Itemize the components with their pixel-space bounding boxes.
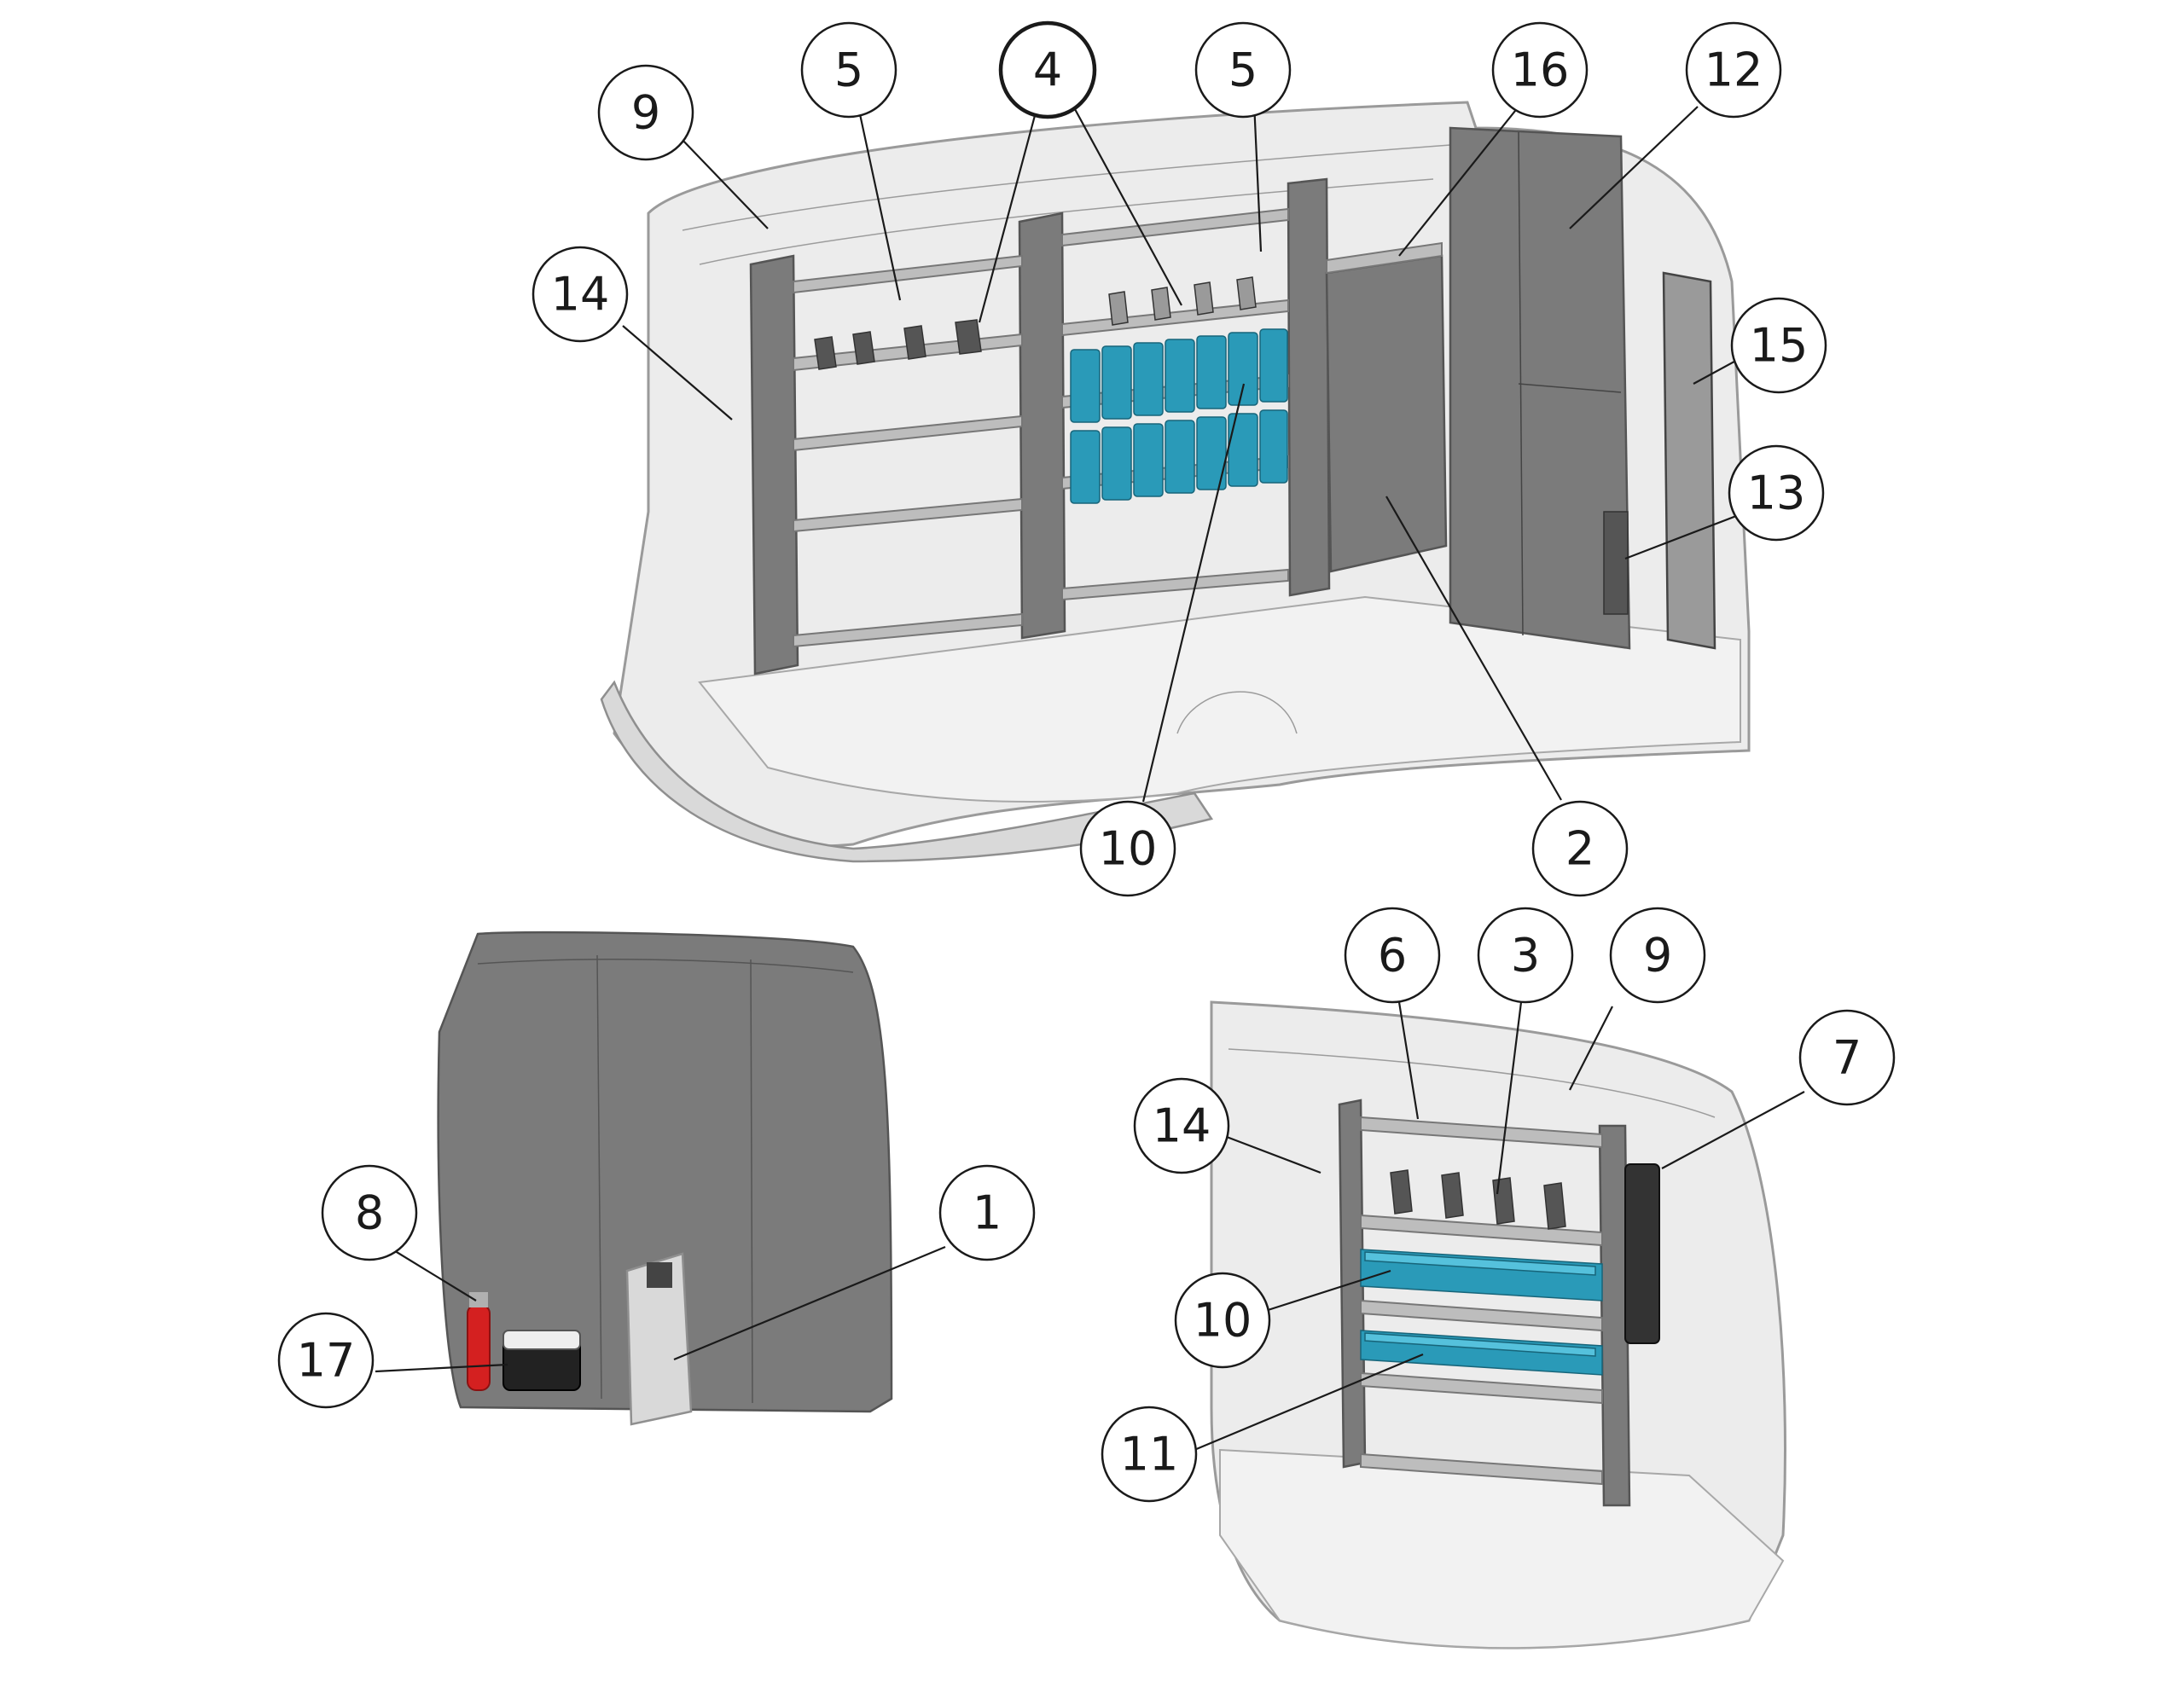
callout-14-bottom: 14 <box>1133 1077 1230 1174</box>
callout-label: 16 <box>1511 43 1570 97</box>
top-van-floor <box>698 595 1741 803</box>
fire-extinguisher <box>467 1304 491 1391</box>
callout-13: 13 <box>1728 444 1825 542</box>
partition-view <box>437 930 893 1426</box>
callout-label: 10 <box>1194 1294 1252 1348</box>
callout-17: 17 <box>277 1312 375 1409</box>
callout-label: 8 <box>355 1186 384 1240</box>
callout-label: 5 <box>834 43 863 97</box>
callout-3: 3 <box>1477 907 1574 1004</box>
leader-lines <box>375 101 1805 1452</box>
callout-label: 15 <box>1750 319 1809 373</box>
top-divider <box>852 331 875 365</box>
callout-label: 4 <box>1033 43 1062 97</box>
callout-4: 4 <box>998 20 1097 119</box>
callout-7: 7 <box>1798 1009 1896 1106</box>
top-bins-row-1 <box>1070 328 1288 423</box>
callout-label: 5 <box>1228 43 1258 97</box>
callout-11: 11 <box>1101 1406 1198 1503</box>
rear-bins-row-2 <box>1360 1330 1603 1376</box>
top-left-shelves <box>793 254 1023 648</box>
callout-label: 11 <box>1120 1428 1179 1481</box>
top-cabinet <box>1325 254 1448 573</box>
callout-label: 14 <box>1153 1099 1211 1153</box>
callout-1: 1 <box>938 1164 1036 1261</box>
top-mid-upright <box>1018 212 1066 640</box>
inverter-display <box>647 1262 672 1288</box>
rear-bins-row-1 <box>1360 1249 1603 1301</box>
callout-5-left: 5 <box>800 21 897 119</box>
top-right-upright <box>1287 177 1331 597</box>
callout-9-top: 9 <box>597 64 694 161</box>
top-cabinet-top <box>1326 241 1443 275</box>
top-van-interior <box>600 101 1751 863</box>
callout-label: 1 <box>973 1186 1002 1240</box>
ladder-hook <box>1624 1163 1660 1344</box>
top-left-end-panel <box>749 254 799 675</box>
callout-2: 2 <box>1531 800 1629 897</box>
callout-label: 9 <box>1643 929 1672 983</box>
top-wheel-arch <box>1176 691 1298 734</box>
callout-5-right: 5 <box>1194 21 1292 119</box>
callout-label: 14 <box>551 268 610 322</box>
top-partition <box>1449 126 1631 650</box>
callouts: 9 5 4 5 16 12 14 15 <box>277 20 1896 1503</box>
callout-15: 15 <box>1730 297 1827 394</box>
rear-van-floor <box>1219 1448 1785 1649</box>
callout-label: 12 <box>1705 43 1763 97</box>
power-inverter-box <box>625 1252 693 1426</box>
callout-label: 13 <box>1747 467 1806 520</box>
top-partition-mount <box>1603 511 1629 615</box>
callout-label: 6 <box>1378 929 1407 983</box>
callout-10-top: 10 <box>1079 800 1176 897</box>
callout-12: 12 <box>1685 21 1782 119</box>
top-bins-row-2 <box>1070 409 1288 504</box>
rear-right-upright <box>1598 1124 1631 1507</box>
top-divider <box>955 319 982 355</box>
callout-6: 6 <box>1344 907 1441 1004</box>
callout-label: 7 <box>1833 1031 1862 1085</box>
bulkhead-panel <box>437 930 893 1413</box>
callout-label: 17 <box>297 1334 356 1388</box>
callout-14-top: 14 <box>531 246 629 343</box>
top-divider <box>903 325 926 360</box>
callout-label: 10 <box>1099 822 1158 876</box>
callout-label: 9 <box>631 86 660 140</box>
callout-label: 3 <box>1511 929 1540 983</box>
top-door-panel <box>1662 271 1716 650</box>
top-divider <box>814 336 837 370</box>
top-van-bumper <box>600 680 1214 863</box>
rear-shelving-view <box>1210 1000 1786 1649</box>
callout-9-bottom: 9 <box>1609 907 1706 1004</box>
top-roof-seam <box>682 144 1451 231</box>
callout-8: 8 <box>321 1164 418 1261</box>
callout-10-bottom: 10 <box>1174 1272 1271 1369</box>
callout-label: 2 <box>1565 822 1594 876</box>
callout-16: 16 <box>1491 21 1589 119</box>
